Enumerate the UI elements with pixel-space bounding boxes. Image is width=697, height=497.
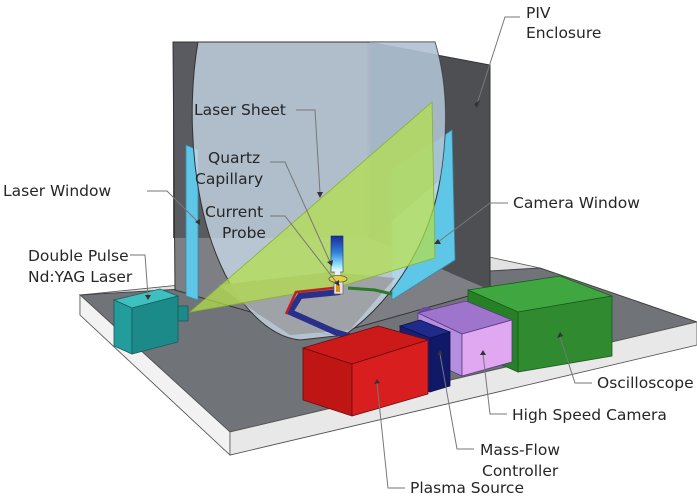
label-double-pulse-laser-2: Nd:YAG Laser: [28, 268, 133, 286]
leader-lines: [130, 16, 592, 489]
label-laser-sheet: Laser Sheet: [194, 101, 286, 119]
label-current-probe-2: Probe: [222, 224, 266, 242]
label-piv-enclosure-2: Enclosure: [526, 24, 601, 42]
label-current-probe-1: Current: [205, 203, 263, 221]
nd-yag-laser: [112, 288, 189, 355]
label-quartz-capillary-2: Capillary: [195, 170, 263, 188]
label-mass-flow-controller-1: Mass-Flow: [480, 441, 560, 459]
labels: PIV Enclosure Laser Sheet Quartz Capilla…: [3, 4, 694, 497]
label-plasma-source: Plasma Source: [410, 479, 524, 497]
label-piv-enclosure-1: PIV: [526, 4, 551, 22]
plasma-source-box: [301, 325, 430, 417]
label-camera-window: Camera Window: [513, 194, 640, 212]
label-high-speed-camera: High Speed Camera: [512, 406, 667, 424]
label-double-pulse-laser-1: Double Pulse: [28, 247, 129, 265]
laser-sheet: [188, 101, 436, 313]
label-mass-flow-controller-2: Controller: [482, 462, 559, 480]
label-laser-window: Laser Window: [3, 182, 111, 200]
label-oscilloscope: Oscilloscope: [597, 374, 694, 392]
plasma-plume: [330, 235, 344, 278]
label-quartz-capillary-1: Quartz: [208, 149, 260, 167]
